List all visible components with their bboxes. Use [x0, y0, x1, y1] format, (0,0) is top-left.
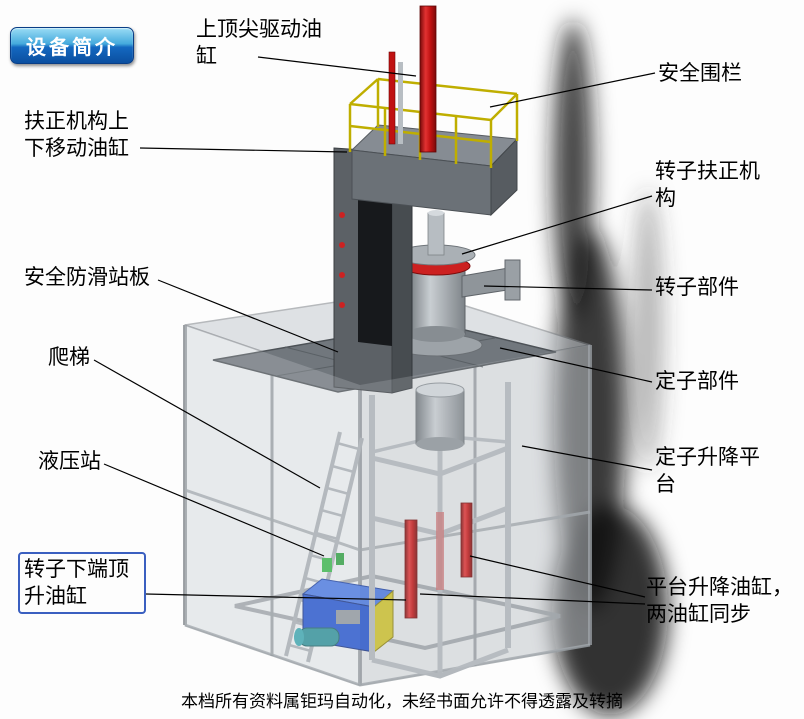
rotor-centering-arm	[461, 259, 521, 301]
title-badge: 设备简介	[10, 27, 134, 64]
label-stator-lift-platform: 定子升降平台	[655, 445, 760, 496]
hydraulic-station	[294, 553, 395, 654]
label-rotor-part: 转子部件	[655, 275, 739, 299]
label-stator-part: 定子部件	[655, 369, 739, 393]
label-centering-move-cylinder: 扶正机构上下移动油缸	[24, 109, 129, 160]
stator-part	[415, 382, 465, 451]
platform-lift-cylinders	[404, 502, 473, 619]
press-tower	[333, 145, 413, 394]
leader-lines	[93, 56, 656, 605]
label-anti-slip-platform: 安全防滑站板	[24, 265, 150, 289]
background-smudge	[552, 20, 668, 715]
footer-note: 本档所有资料属钜玛自动化，未经书面允许不得透露及转摘	[181, 692, 623, 711]
rotor-part	[391, 210, 521, 357]
label-rotor-bottom-jack-cylinder: 转子下端顶升油缸	[18, 552, 146, 614]
label-ladder: 爬梯	[48, 345, 90, 369]
label-hydraulic-station: 液压站	[38, 449, 101, 473]
label-safety-fence: 安全围栏	[658, 61, 742, 85]
top-drive-cylinder	[388, 5, 437, 153]
label-rotor-centering-mech: 转子扶正机构	[655, 159, 760, 210]
enclosure-glass-overlay	[185, 325, 590, 685]
label-platform-lift-cylinders: 平台升降油缸，两油缸同步	[646, 575, 793, 626]
inner-frame-beams	[184, 488, 591, 687]
label-top-drive-cylinder: 上顶尖驱动油缸	[196, 17, 322, 68]
